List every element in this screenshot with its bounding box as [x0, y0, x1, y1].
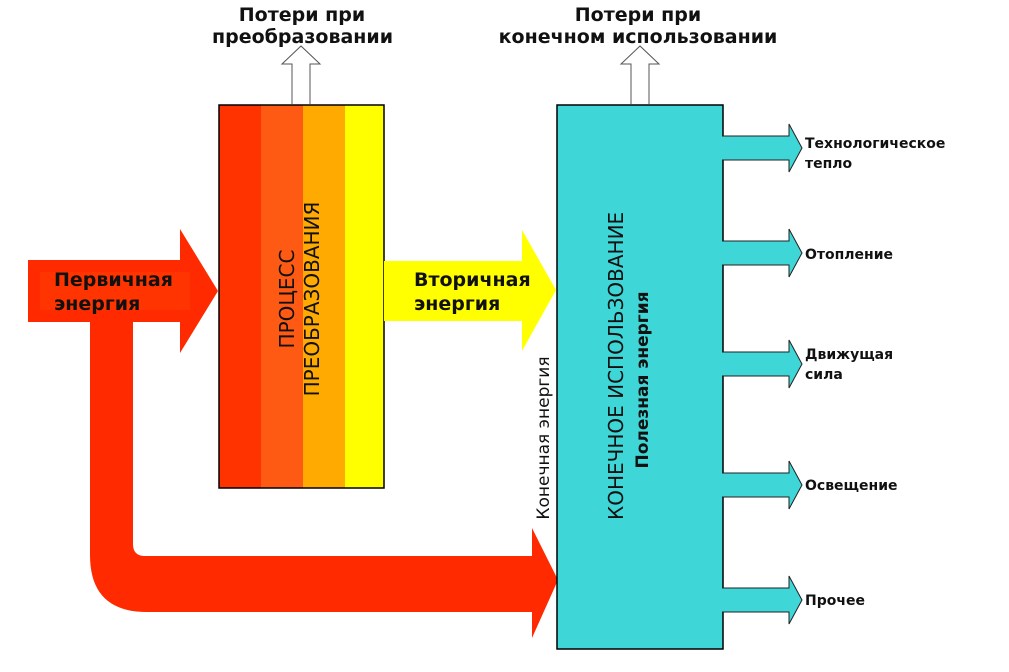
conversion-process-label: ПРОЦЕСС ПРЕОБРАЗОВАНИЯ: [275, 201, 324, 397]
output-label-motive-power: Движущая сила: [805, 347, 894, 383]
output-arrow-other: [722, 575, 803, 625]
process-stripe-yellow: [345, 105, 384, 488]
final-energy-label: Конечная энергия: [534, 356, 554, 520]
output-arrow-motive-power: [722, 339, 803, 389]
end-use-losses-label: Потери при конечном использовании: [498, 4, 778, 48]
output-arrow-lighting: [722, 460, 803, 510]
end-use-box: [556, 104, 724, 650]
secondary-energy-label: Вторичная энергия: [414, 269, 531, 315]
output-label-other: Прочее: [805, 593, 865, 609]
output-arrows: [722, 123, 803, 625]
conversion-losses-label: Потери при преобразовании: [212, 4, 394, 48]
process-stripe-orange-red: [261, 105, 303, 488]
primary-energy-arrow-shade: [40, 272, 190, 310]
end-use-losses-arrow: [619, 45, 661, 104]
output-arrow-heating: [722, 228, 803, 278]
end-use-label: КОНЕЧНОЕ ИСПОЛЬЗОВАНИЕ Полезная энергия: [604, 211, 653, 520]
output-label-lighting: Освещение: [805, 478, 898, 494]
output-label-heating: Отопление: [805, 247, 894, 263]
process-stripe-orange: [303, 105, 345, 488]
output-arrow-process-heat: [722, 123, 803, 173]
conversion-losses-arrow: [280, 45, 322, 104]
output-label-process-heat: Технологическое тепло: [805, 136, 946, 172]
primary-energy-label: Первичная энергия: [54, 269, 173, 315]
process-stripe-red: [219, 105, 261, 488]
secondary-energy-arrow: [384, 230, 556, 351]
primary-to-end-use-flow: [90, 320, 558, 638]
